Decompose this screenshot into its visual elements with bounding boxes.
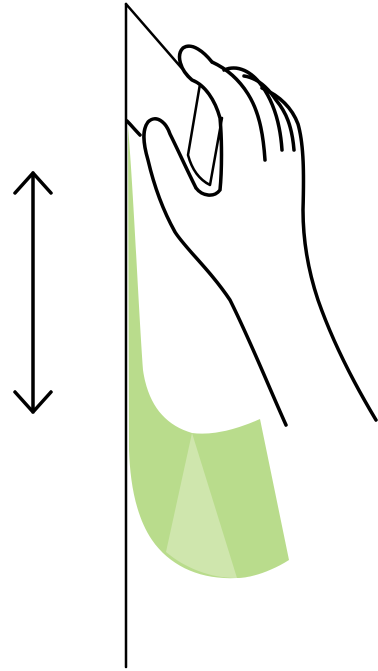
vertical-double-arrow-icon bbox=[15, 173, 51, 412]
hand-icon bbox=[127, 46, 376, 425]
little-finger bbox=[244, 76, 294, 150]
hand-outline bbox=[127, 121, 140, 135]
card-fold bbox=[188, 84, 222, 185]
thumb bbox=[180, 46, 222, 195]
front-finger bbox=[144, 119, 286, 425]
